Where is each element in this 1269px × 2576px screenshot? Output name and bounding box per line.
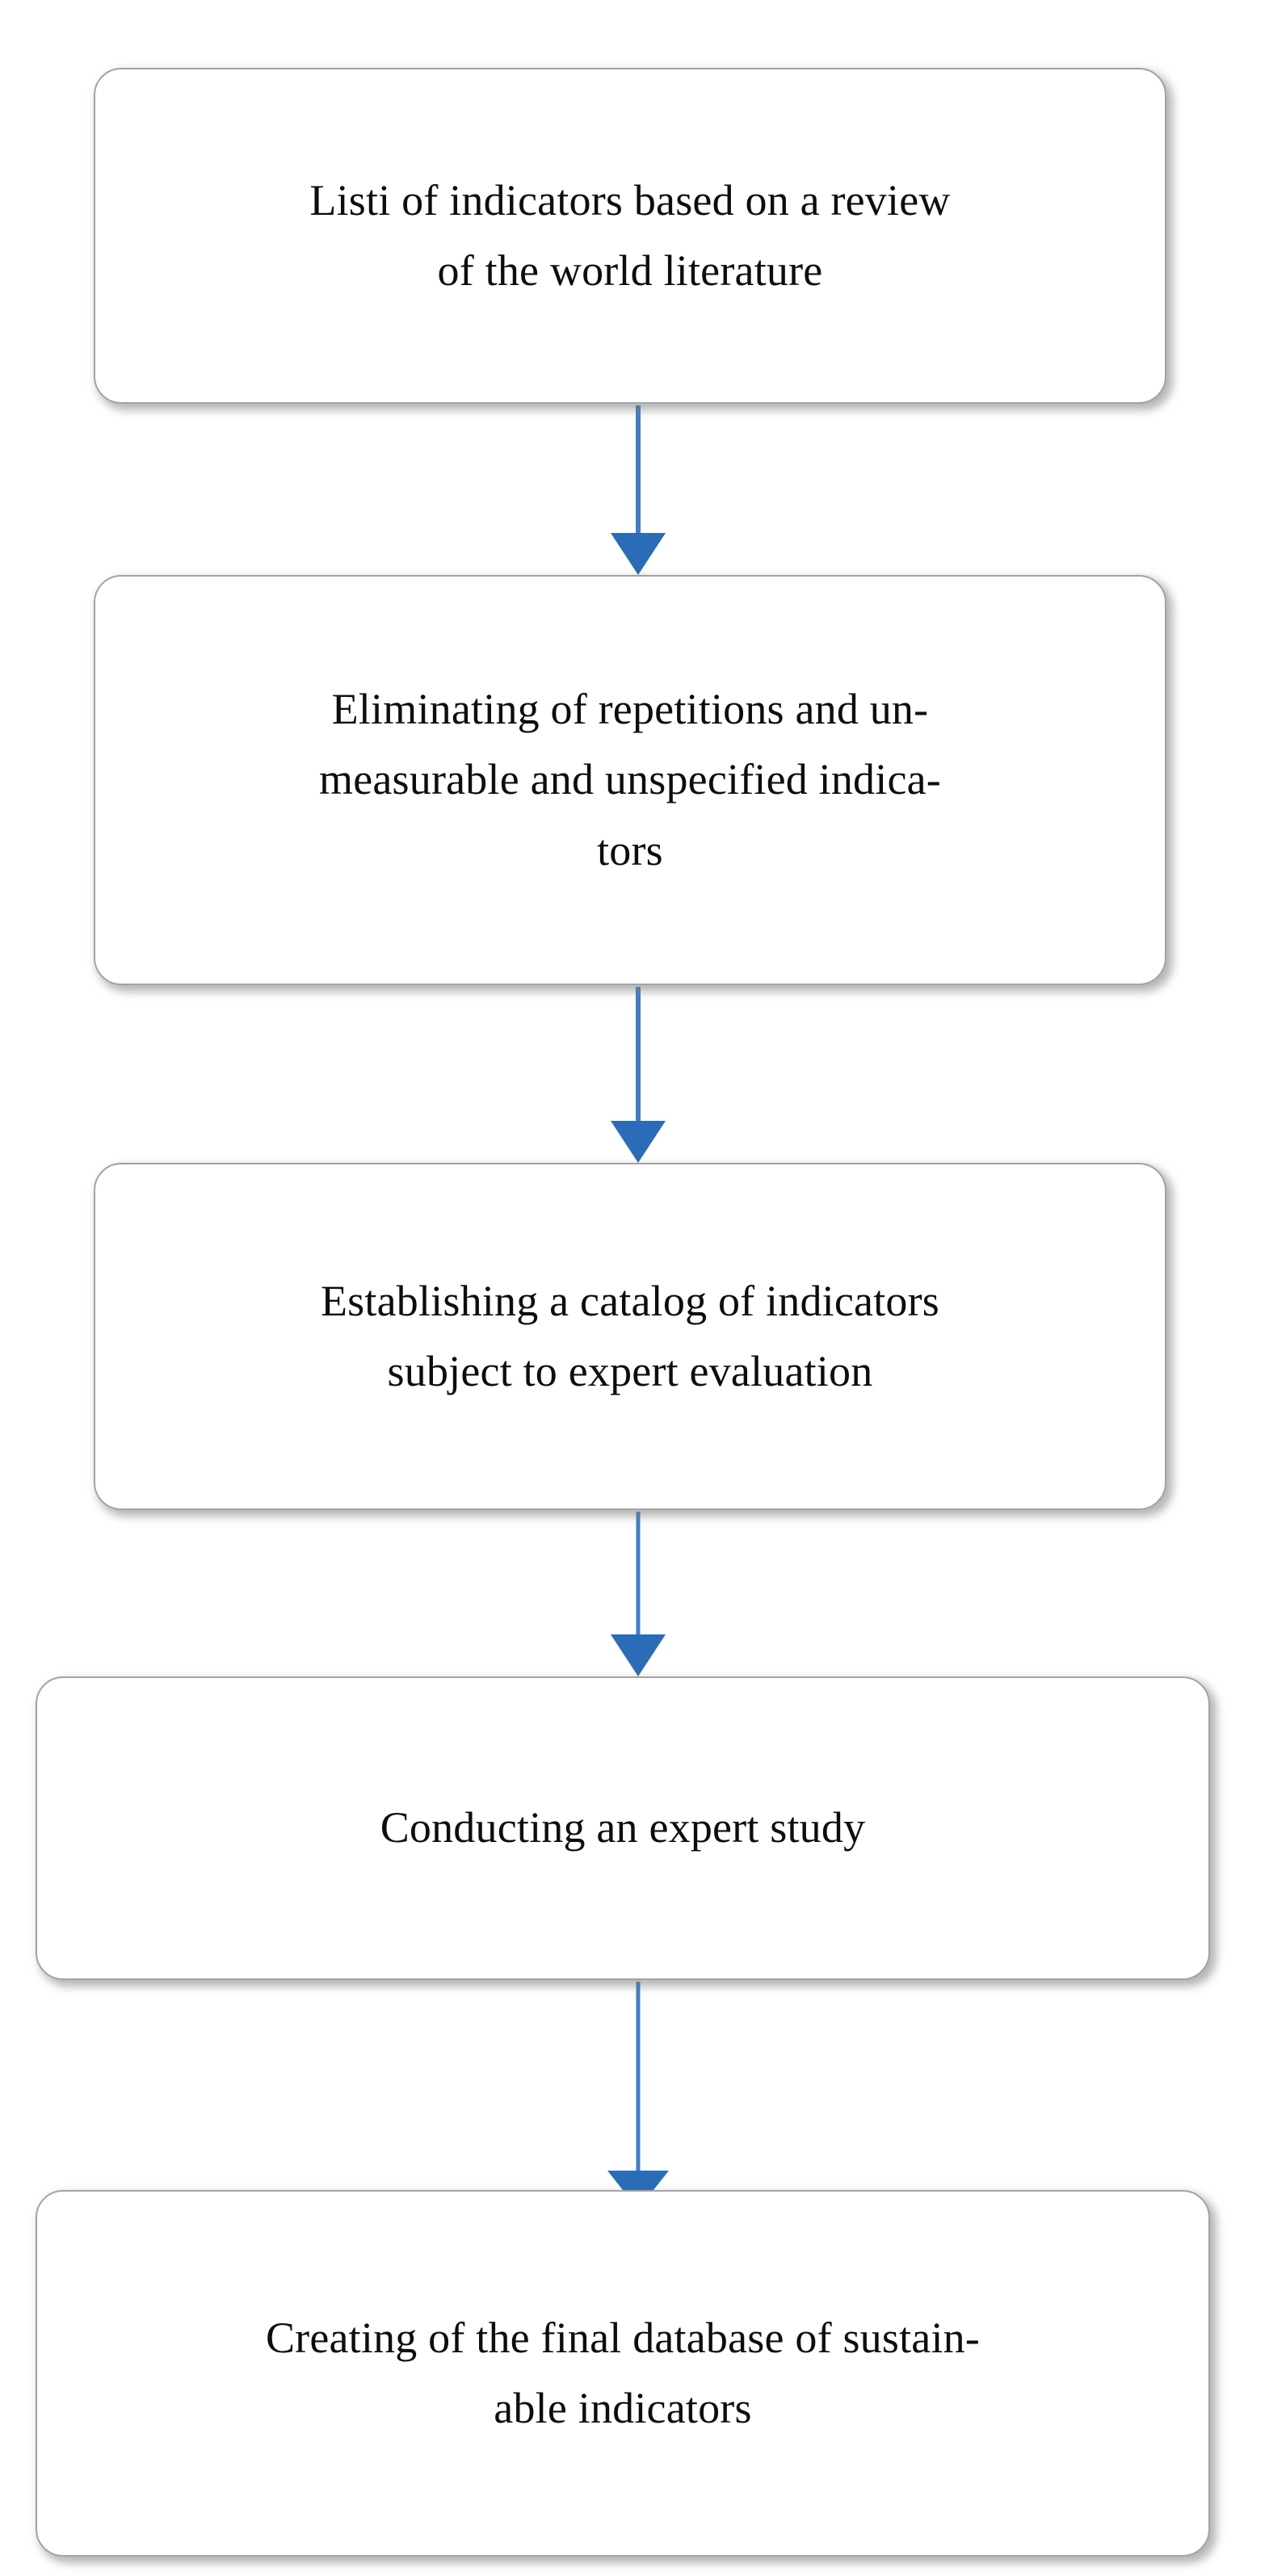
flow-node-4[interactable]: Conducting an expert study	[36, 1676, 1210, 1980]
arrow-node2-to-node3	[611, 987, 666, 1163]
flow-node-2[interactable]: Eliminating of repetitions and un- measu…	[94, 575, 1166, 985]
flow-node-1-label: Listi of indicators based on a review of…	[309, 175, 951, 295]
flow-node-3-label: Establishing a catalog of indicators sub…	[321, 1276, 939, 1395]
arrow-node3-to-node4	[611, 1512, 666, 1676]
flow-node-2-label: Eliminating of repetitions and un- measu…	[319, 684, 941, 875]
flow-node-1[interactable]: Listi of indicators based on a review of…	[94, 68, 1166, 404]
flow-node-5[interactable]: Creating of the final database of sustai…	[36, 2190, 1210, 2557]
arrow-node1-to-node2	[611, 405, 666, 575]
flow-node-3[interactable]: Establishing a catalog of indicators sub…	[94, 1163, 1166, 1510]
flow-node-4-label: Conducting an expert study	[380, 1803, 866, 1852]
flow-node-5-label: Creating of the final database of sustai…	[265, 2313, 981, 2432]
